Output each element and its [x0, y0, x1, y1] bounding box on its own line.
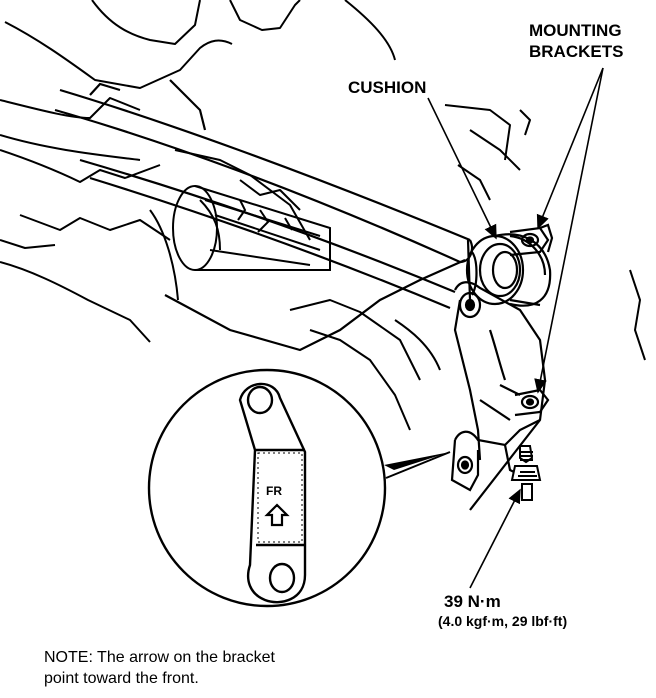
bracket-inset: [238, 382, 307, 604]
up-arrow-icon: [264, 503, 290, 527]
rubber-cushion: [465, 233, 552, 307]
hanger-plate: [453, 281, 547, 511]
torque-alt-label: (4.0 kgf·m, 29 lbf·ft): [438, 613, 568, 629]
upper-mounting-bracket: [509, 223, 554, 257]
vehicle-underbody: [0, 0, 646, 431]
catalytic-converter: [172, 185, 331, 271]
leader-lines: [427, 67, 604, 589]
detail-inset: [147, 368, 451, 608]
bracket-fr-mark: FR: [266, 484, 282, 498]
note-text: NOTE: The arrow on the bracket point tow…: [44, 647, 275, 689]
mounting-bolt: [510, 445, 542, 501]
note-line-1: NOTE: The arrow on the bracket: [44, 649, 275, 666]
mounting-brackets-label-line1: MOUNTING: [529, 21, 622, 40]
mounting-brackets-label: MOUNTING BRACKETS: [529, 20, 623, 62]
note-line-2: point toward the front.: [44, 670, 199, 687]
mounting-brackets-label-line2: BRACKETS: [529, 42, 624, 61]
torque-metric-label: 39 N·m: [444, 592, 501, 611]
cushion-label: CUSHION: [348, 78, 427, 97]
